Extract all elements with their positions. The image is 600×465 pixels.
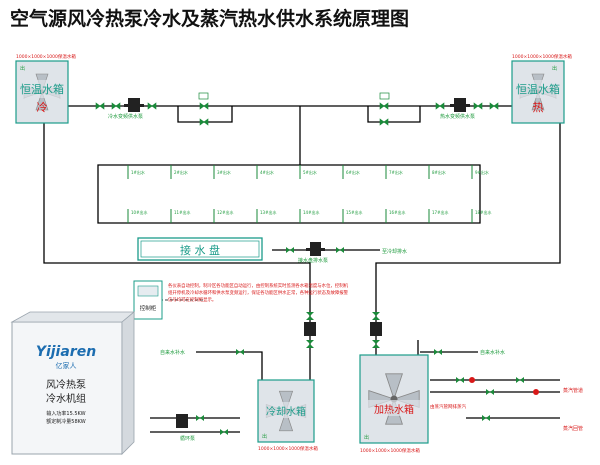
steam-drain-label: 蒸汽回管	[563, 425, 583, 432]
tap-left-label: 自来水补水	[160, 349, 185, 356]
drip-pump	[286, 242, 344, 256]
tank-cold-top-corner: 出	[20, 65, 25, 72]
top-gauges	[198, 92, 390, 100]
tank-cold-top: 恒温水箱 冷 出 1000×1000×1000保温水箱	[15, 53, 76, 124]
unit-brand: Yijiaren	[36, 344, 96, 360]
outlet-label: 9#出水	[475, 169, 489, 175]
outlet-label: 12#出水	[217, 209, 233, 215]
unit-spec-2: 额定制冷量58KW	[46, 418, 85, 425]
outlet-label: 18#出水	[475, 209, 491, 215]
outlet-group: 1#出水 2#出水 3#出水 4#出水 5#出水 6#出水 7#出水 8#出水 9#出水 10#出…	[127, 165, 491, 223]
outlet-label: 13#出水	[260, 209, 276, 215]
outlet-label: 4#出水	[260, 169, 274, 175]
tank-hot-top: 恒温水箱 热 出 1000×1000×1000保温水箱	[511, 53, 572, 124]
tank-cooling-corner: 出	[262, 433, 267, 440]
drip-pump-label: 接水盘排水泵	[298, 257, 328, 264]
unit-name-1: 风冷热泵	[46, 378, 86, 391]
tap-right-label: 自来水补水	[480, 349, 505, 356]
tank-hot-top-mark: 热	[533, 101, 544, 114]
drip-tray-label: 接 水 盘	[180, 243, 220, 257]
control-notes: 各仪表自动控制，制冷区各功能区自动运行，由控制系统实时监测各水箱温度与水位，控制…	[168, 284, 349, 304]
outlet-label: 11#出水	[174, 209, 190, 215]
tank-cooling-label: 冷却水箱	[266, 405, 306, 418]
lower-valves	[196, 312, 524, 435]
outlet-label: 3#出水	[217, 169, 231, 175]
tank-cooling-spec: 1000×1000×1000保温水箱	[258, 445, 318, 452]
tank-cooling: 冷却水箱 出 1000×1000×1000保温水箱	[257, 379, 318, 452]
outlet-label: 8#出水	[432, 169, 446, 175]
outlet-label: 2#出水	[174, 169, 188, 175]
drip-outlet-label: 至冷却排水	[382, 248, 407, 255]
circ-pump-label: 循环泵	[180, 435, 195, 442]
outlet-label: 14#出水	[303, 209, 319, 215]
cabinet-label: 控制柜	[140, 304, 157, 312]
top-valves	[95, 102, 499, 126]
hot-pump-label: 热水变频供水泵	[440, 113, 475, 120]
unit-name-2: 冷水机组	[46, 392, 86, 405]
heat-pump-unit: Yijiaren 亿家人 风冷热泵 冷水机组 输入功率15.5KW 额定制冷量5…	[10, 311, 136, 455]
outlet-label: 1#出水	[131, 169, 145, 175]
steam-inlet-label: 由蒸汽管网排蒸汽	[430, 403, 466, 410]
outlet-label: 17#出水	[432, 209, 448, 215]
outlet-label: 6#出水	[346, 169, 360, 175]
unit-spec-1: 输入功率15.5KW	[46, 410, 85, 417]
steam-red-valves	[469, 377, 539, 395]
outlet-label: 7#出水	[389, 169, 403, 175]
lower-pumps	[176, 322, 382, 428]
outlet-label: 16#出水	[389, 209, 405, 215]
diagram-title: 空气源风冷热泵冷水及蒸汽热水供水系统原理图	[10, 8, 410, 30]
top-pumps	[124, 98, 470, 112]
outlet-label: 10#出水	[131, 209, 147, 215]
tank-cold-top-spec: 1000×1000×1000保温水箱	[16, 53, 76, 60]
tank-heating: 加热水箱 出 1000×1000×1000保温水箱	[359, 354, 429, 454]
main-pipes	[43, 105, 561, 433]
outlet-label: 15#出水	[346, 209, 362, 215]
tank-cold-top-label: 恒温水箱	[20, 82, 64, 96]
drip-tray: 接 水 盘	[137, 237, 263, 261]
steam-pipe-label: 蒸汽管道	[563, 387, 583, 394]
tank-heating-spec: 1000×1000×1000保温水箱	[360, 447, 420, 454]
tank-cold-top-mark: 冷	[37, 101, 48, 114]
tank-hot-top-corner: 出	[552, 65, 557, 72]
control-cabinet: 控制柜	[133, 280, 163, 320]
unit-brand-cn: 亿家人	[56, 361, 77, 370]
tank-heating-label: 加热水箱	[374, 403, 414, 416]
cold-pump-label: 冷水变频供水泵	[108, 113, 143, 120]
tank-hot-top-label: 恒温水箱	[516, 82, 560, 96]
tank-heating-corner: 出	[364, 434, 369, 441]
tank-hot-top-spec: 1000×1000×1000保温水箱	[512, 53, 572, 60]
outlet-label: 5#出水	[303, 169, 317, 175]
